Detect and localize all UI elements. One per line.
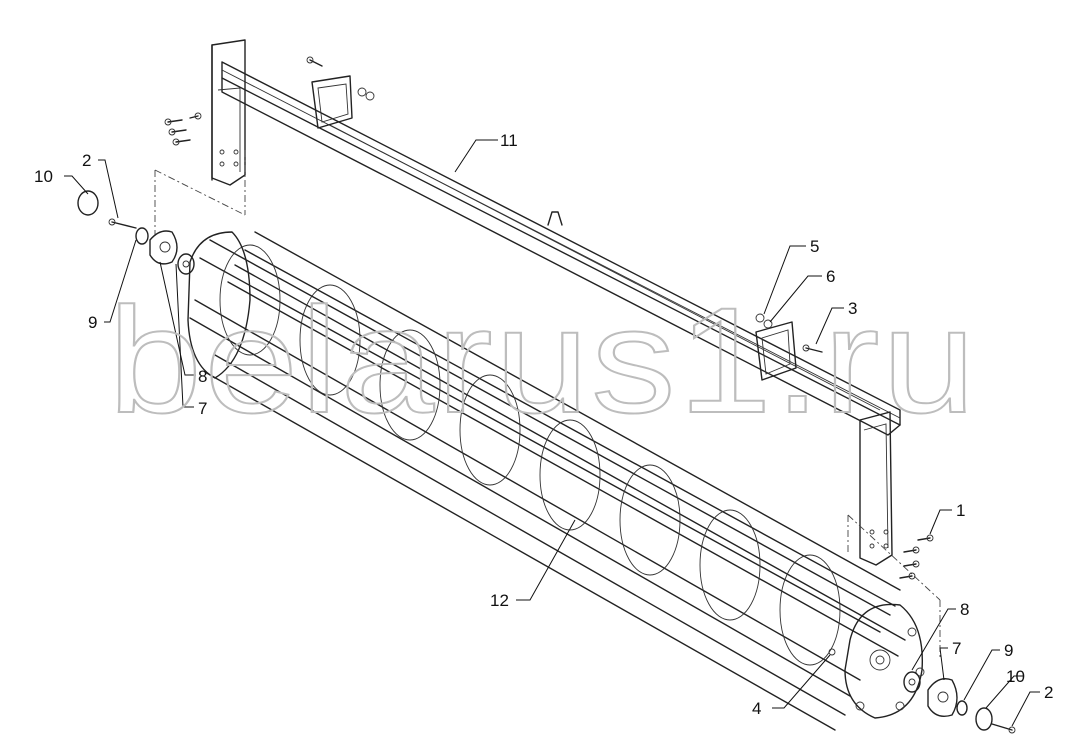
callout-7-left: 7 (198, 399, 207, 418)
callout-2-left: 2 (82, 151, 91, 170)
callout-8-right: 8 (960, 600, 969, 619)
leader-lines (64, 139, 1040, 727)
callout-2-right: 2 (1044, 683, 1053, 702)
callout-5: 5 (810, 237, 819, 256)
callout-12: 12 (490, 591, 509, 610)
roller-discs (219, 244, 841, 666)
callout-10-right: 10 (1006, 667, 1025, 686)
callout-7-right: 7 (952, 639, 961, 658)
right-bracket-bolts (755, 313, 934, 656)
callout-1: 1 (956, 501, 965, 520)
callout-3: 3 (848, 299, 857, 318)
callout-9-left: 9 (88, 313, 97, 332)
callout-11: 11 (500, 131, 518, 150)
callout-4: 4 (752, 699, 761, 718)
cage-roller (187, 231, 925, 731)
callout-6: 6 (826, 267, 835, 286)
callout-10-left: 10 (34, 167, 53, 186)
right-bearing-assembly (903, 671, 1016, 734)
watermark: belarus1.ru (108, 276, 978, 444)
callout-labels: 11 10 2 9 8 7 5 6 3 1 12 8 7 9 10 2 4 (34, 131, 1053, 718)
left-bracket-bolts (164, 56, 375, 146)
callout-9-right: 9 (1004, 641, 1013, 660)
callout-8-left: 8 (198, 367, 207, 386)
frame-beam (211, 39, 901, 566)
left-bearing-assembly (77, 190, 195, 275)
